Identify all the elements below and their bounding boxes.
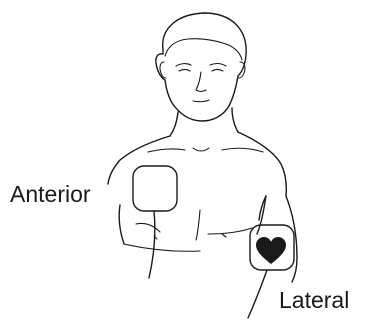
lateral-label: Lateral [279, 289, 349, 312]
left-chest-line [136, 223, 160, 232]
left-shoulder-line [108, 136, 170, 184]
right-shoulder-line [238, 132, 286, 196]
heart-icon [256, 237, 286, 264]
right-nipple [222, 234, 226, 237]
torso-right-side [257, 196, 266, 234]
anterior-pad-cable [149, 211, 155, 278]
left-eyebrow [176, 64, 191, 66]
anterior-pad [133, 166, 177, 278]
neck-left [170, 112, 178, 136]
torso [119, 196, 266, 251]
right-clavicle [222, 148, 263, 152]
right-eye [212, 70, 223, 72]
head [156, 13, 246, 121]
sternal-notch [193, 148, 209, 151]
torso-left-side [119, 205, 124, 244]
neck-right [232, 108, 238, 132]
right-chest-line [208, 228, 252, 234]
left-clavicle [148, 149, 185, 152]
left-eye [179, 70, 190, 72]
torso-bottom [124, 244, 200, 251]
chest-midline [196, 210, 200, 240]
lateral-pad-cable [248, 270, 267, 318]
mouth [193, 100, 209, 102]
nose [196, 72, 206, 92]
right-eyebrow [210, 64, 226, 66]
head-outline [156, 13, 246, 121]
anterior-label: Anterior [10, 183, 91, 206]
hairline [165, 39, 242, 60]
anterior-pad-outline [133, 166, 177, 211]
